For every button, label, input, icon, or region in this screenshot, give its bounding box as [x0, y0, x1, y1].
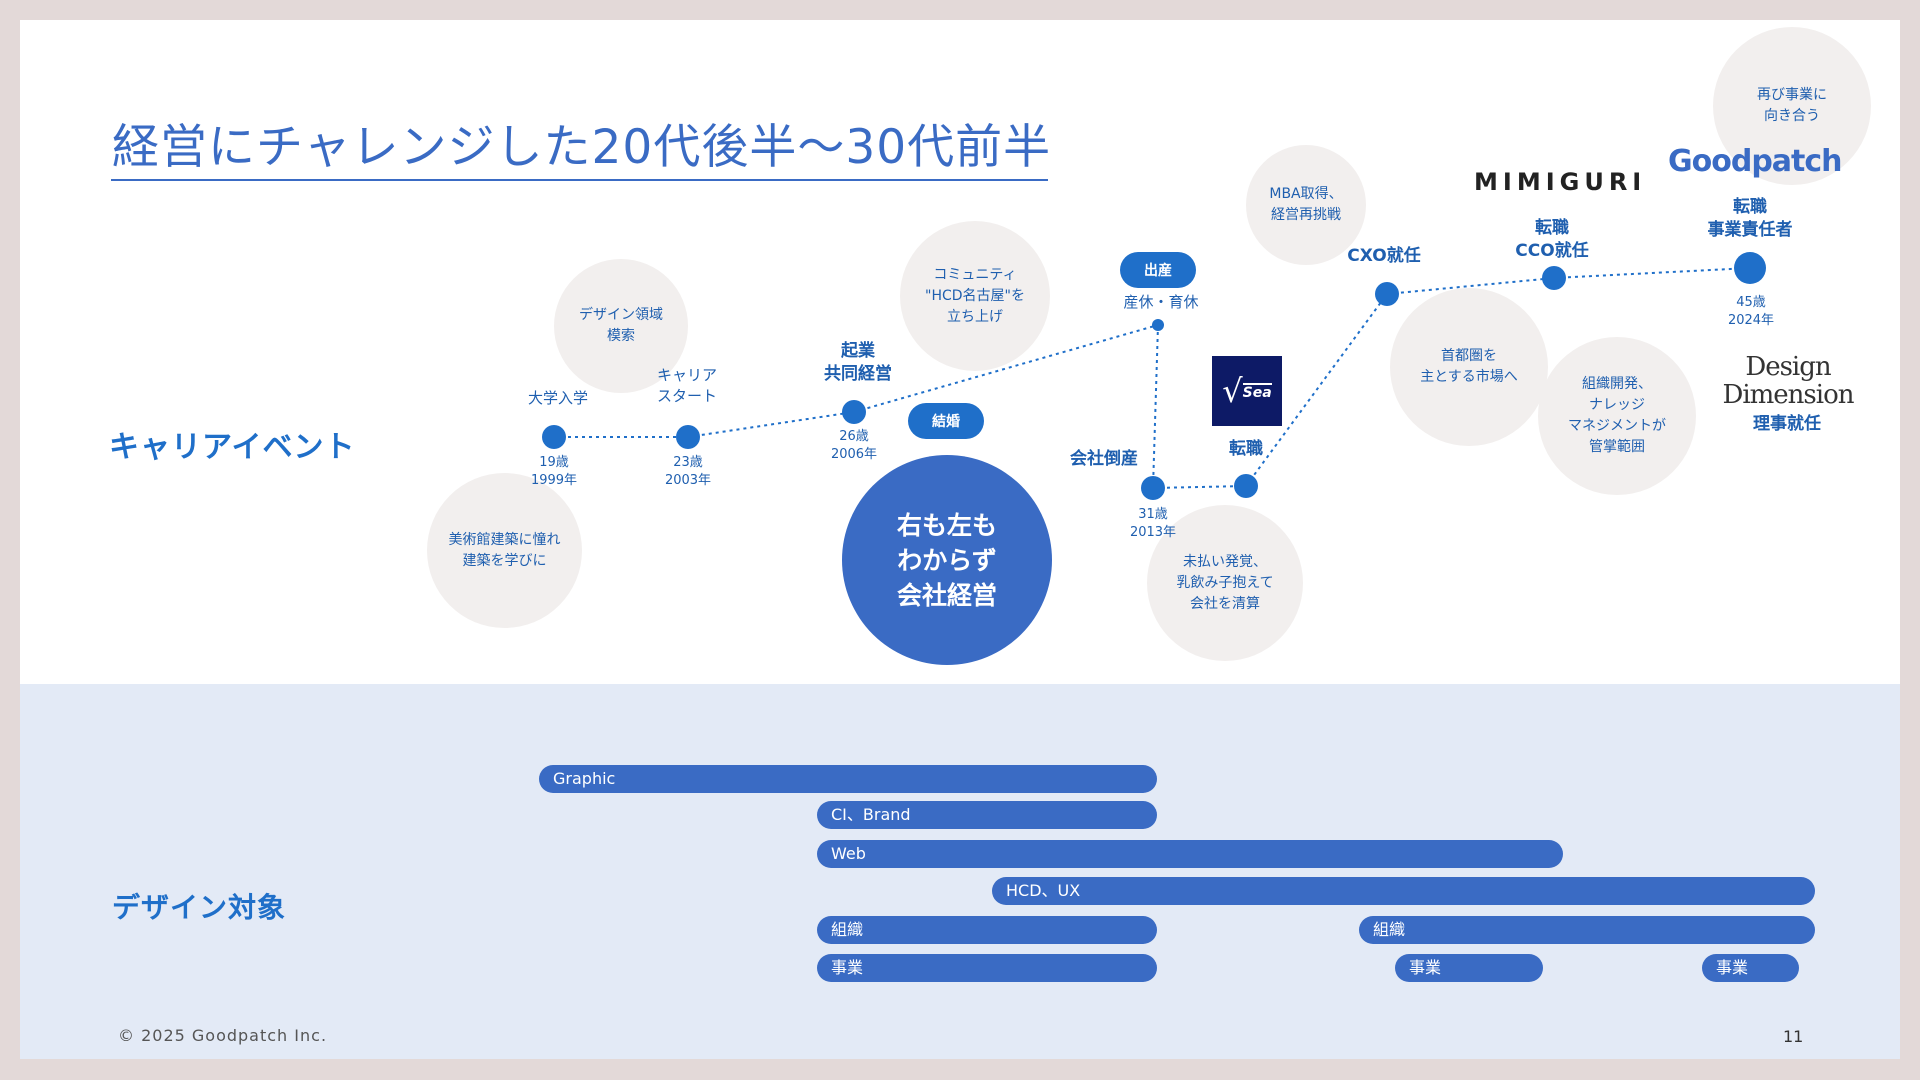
mimiguri-logo: MIMIGURI	[1474, 168, 1647, 196]
pill-marriage: 結婚	[908, 403, 984, 439]
bar-business-2: 事業	[1395, 954, 1543, 982]
event-career-start: キャリア スタート	[656, 366, 718, 405]
timeline-dot-2013	[1141, 476, 1165, 500]
age-31: 31歳 2013年	[1129, 507, 1177, 540]
title-underline	[111, 179, 1048, 181]
bar-graphic: Graphic	[539, 765, 1157, 793]
event-startup: 起業 共同経営	[824, 341, 892, 384]
career-timeline-lines	[554, 267, 1751, 489]
bar-web: Web	[817, 840, 1563, 868]
pill-birth: 出産	[1120, 252, 1196, 288]
event-bankrupt: 会社倒産	[1070, 449, 1138, 469]
sea-logo-text: Sea	[1242, 383, 1272, 401]
event-leave: 産休・育休	[1123, 293, 1199, 311]
age-23: 23歳 2003年	[664, 455, 712, 488]
age-19: 19歳 1999年	[530, 455, 578, 488]
design-target-band	[20, 684, 1900, 1059]
timeline-dot-cco	[1542, 266, 1566, 290]
timeline-dot-2003	[676, 425, 700, 449]
event-business-lead: 転職 事業責任者	[1707, 197, 1793, 240]
bubble-again: 再び事業に 向き合う	[1713, 27, 1871, 185]
timeline-dot-job-change	[1234, 474, 1258, 498]
design-dimension-logo: Design Dimension	[1722, 352, 1854, 410]
event-college: 大学入学	[527, 389, 589, 407]
sea-logo: √Sea	[1212, 356, 1282, 426]
bubble-community: コミュニティ "HCD名古屋"を 立ち上げ	[900, 221, 1050, 371]
page-title: 経営にチャレンジした20代後半～30代前半	[112, 120, 1052, 175]
bar-org-1: 組織	[817, 916, 1157, 944]
timeline-dot-2006	[842, 400, 866, 424]
bubble-org: 組織開発、 ナレッジ マネジメントが 管掌範囲	[1538, 337, 1696, 495]
bar-business-3: 事業	[1702, 954, 1799, 982]
bubble-metro: 首都圏を 主とする市場へ	[1390, 288, 1548, 446]
timeline-dot-leave	[1152, 319, 1164, 331]
event-cco: 転職 CCO就任	[1515, 218, 1589, 261]
bubble-mba: MBA取得、 経営再挑戦	[1246, 145, 1366, 265]
goodpatch-logo: Goodpatch	[1668, 144, 1843, 179]
age-26: 26歳 2006年	[830, 429, 878, 462]
timeline-dot-1999	[542, 425, 566, 449]
bar-org-2: 組織	[1359, 916, 1815, 944]
bubble-museum: 美術館建築に憧れ 建築を学びに	[427, 473, 582, 628]
page-number: 11	[1783, 1027, 1804, 1046]
event-cxo: CXO就任	[1347, 246, 1421, 266]
event-director: 理事就任	[1753, 414, 1821, 434]
bar-ci-brand: CI、Brand	[817, 801, 1157, 829]
bar-hcd-ux: HCD、UX	[992, 877, 1815, 905]
bubble-unpaid: 未払い発覚、 乳飲み子抱えて 会社を清算	[1147, 505, 1303, 661]
section-label-design: デザイン対象	[112, 891, 287, 924]
timeline-dot-2024	[1734, 252, 1766, 284]
timeline-dot-cxo	[1375, 282, 1399, 306]
event-job-change: 転職	[1229, 439, 1263, 459]
bar-business-1: 事業	[817, 954, 1157, 982]
bubble-design-field: デザイン領域 模索	[554, 259, 688, 393]
age-45: 45歳 2024年	[1727, 295, 1775, 328]
section-label-career: キャリアイベント	[109, 430, 356, 465]
bubble-company-management: 右も左も わからず 会社経営	[842, 455, 1052, 665]
sea-root-mark: √	[1222, 372, 1243, 410]
slide: 経営にチャレンジした20代後半～30代前半 キャリアイベント デザイン対象 美術…	[20, 20, 1900, 1059]
footer-copyright: © 2025 Goodpatch Inc.	[118, 1026, 328, 1045]
